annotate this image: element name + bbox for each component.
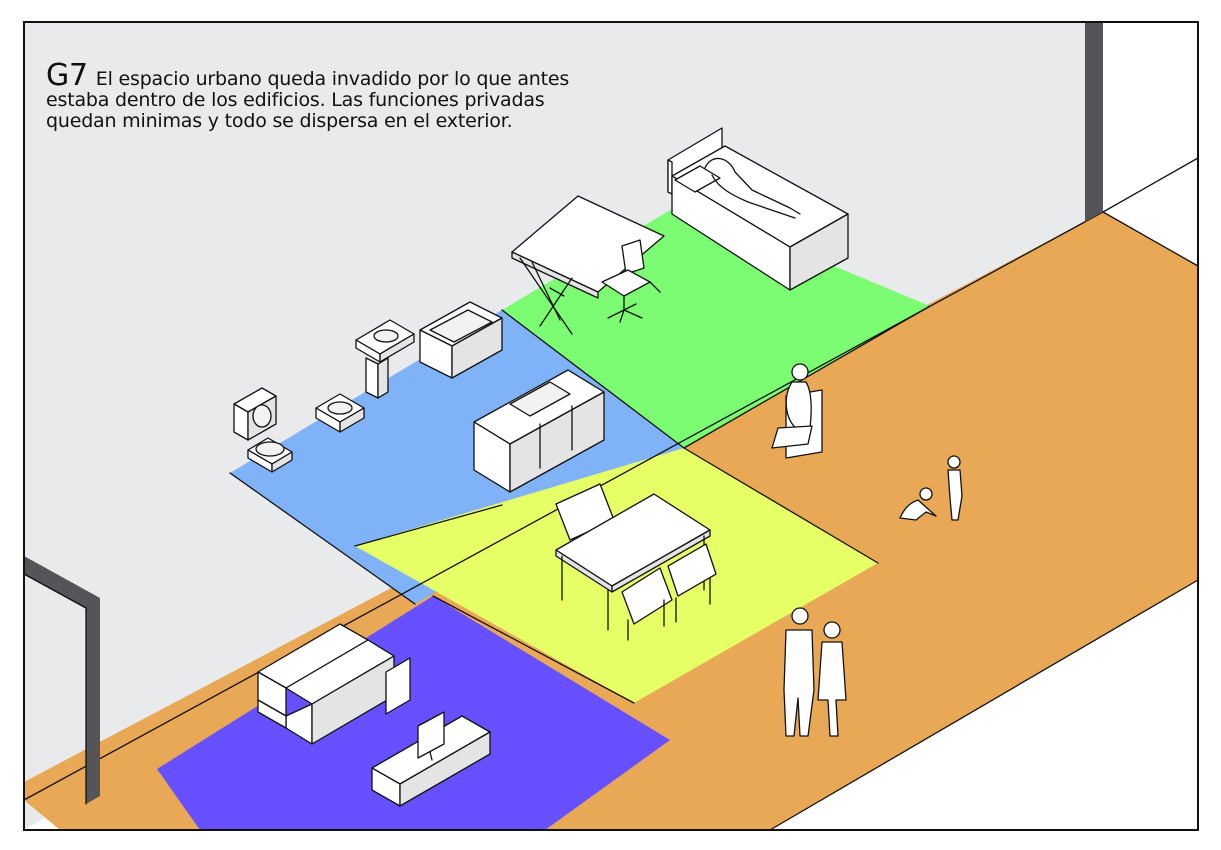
bathtub	[419, 301, 503, 379]
caption-code: G7	[46, 58, 88, 93]
woman	[817, 621, 847, 737]
tv-stand	[371, 711, 491, 807]
sink	[355, 319, 415, 399]
washing-machine	[233, 387, 277, 441]
caption-line-1: G7 El espacio urbano queda invadido por …	[46, 58, 570, 93]
man	[783, 607, 815, 737]
right-building-face	[1103, 22, 1198, 212]
standing-child	[947, 455, 963, 521]
dining-table	[555, 483, 717, 641]
left-pillar	[24, 556, 100, 804]
toilet	[247, 437, 293, 473]
caption-line-3: quedan minimas y todo se dispersa en el …	[46, 110, 513, 132]
bidet	[315, 393, 365, 433]
sofa	[257, 623, 411, 745]
office-chair	[601, 239, 661, 323]
bed	[667, 127, 849, 291]
kitchen-counter	[473, 369, 605, 493]
seated-person	[771, 363, 823, 459]
frame	[23, 21, 1199, 831]
living-zone	[157, 596, 670, 830]
right-pillar	[1085, 22, 1103, 222]
crawling-child	[899, 487, 937, 521]
caption: G7 El espacio urbano queda invadido por …	[46, 58, 646, 132]
caption-line-2: estaba dentro de los edificios. Las func…	[46, 89, 545, 111]
